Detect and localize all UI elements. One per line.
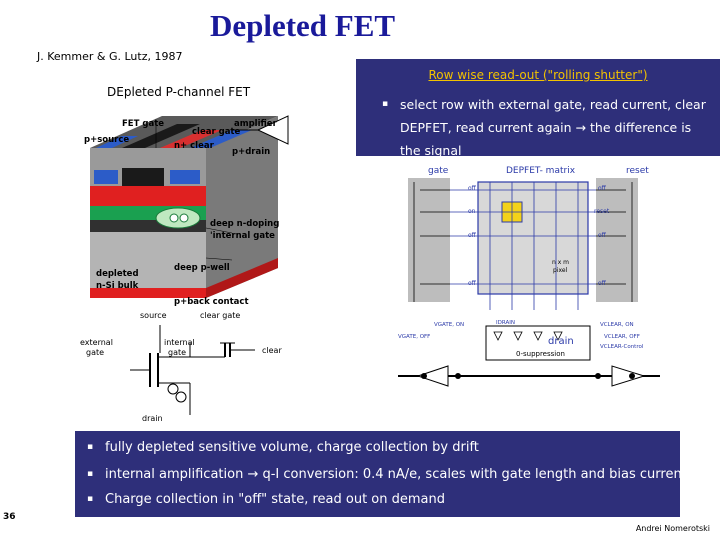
label-external-gate-1: external (80, 338, 113, 347)
label-gate: gate (428, 166, 449, 176)
page-number: 36 (3, 512, 16, 522)
label-v-clear-off: VCLEAR, OFF (604, 334, 640, 340)
bulk-side (206, 116, 278, 298)
label-reset-row: reset (594, 208, 610, 215)
label-drain: drain (548, 336, 574, 347)
label-off-5: off (598, 232, 607, 239)
author: Andrei Nomerotski (635, 524, 710, 533)
label-off-6: off (598, 280, 607, 287)
label-off-3: off (468, 280, 477, 287)
label-off-1: off (468, 185, 477, 192)
black-gate-front (122, 168, 164, 186)
label-internal-gate: 'internal gate (210, 231, 275, 241)
shift-right-icon (611, 365, 646, 387)
drain-readout-box (485, 325, 591, 361)
back-contact-front (90, 288, 206, 298)
back-contact-side (206, 258, 278, 298)
label-source: source (140, 311, 167, 320)
label-p-source: p+source (84, 135, 129, 145)
summary-bullet-1-text: fully depleted sensitive volume, charge … (105, 440, 479, 455)
gray-well (90, 232, 206, 298)
blue-front-right (170, 170, 200, 184)
label-bulk-1: depleted (96, 269, 139, 279)
label-v-clear-control: VCLEAR-Control (600, 344, 644, 350)
label-clear-gate: clear gate (192, 127, 240, 137)
bullet-icon: ▪ (87, 469, 94, 479)
label-v-gate-on: VGATE, ON (434, 322, 464, 328)
label-clear: clear (262, 346, 282, 355)
label-suppression: 0-suppression (516, 350, 565, 358)
summary-bullet-1: ▪ fully depleted sensitive volume, charge… (87, 440, 479, 455)
summary-bullet-3: ▪ Charge collection in "off" state, read … (87, 492, 445, 507)
label-v-gate-off: VGATE, OFF (398, 334, 430, 340)
bulk-top (90, 116, 278, 148)
label-pixel-2: pixel (553, 267, 568, 274)
label-bulk-2: n-Si bulk (96, 281, 139, 291)
matrix-area (477, 181, 589, 295)
depfet-cross-section: FET gate p+source clear gate amplifier n… (84, 115, 289, 320)
summary-bullet-3-text: Charge collection in "off" state, read o… (105, 492, 445, 507)
bullet-icon: ▪ (87, 442, 94, 452)
label-p-drain: p+drain (232, 147, 270, 157)
label-drain: drain (142, 414, 163, 423)
bullet-icon: ▪ (382, 99, 389, 109)
label-pixel-1: n x m (552, 259, 569, 266)
charge-circle-1 (167, 383, 179, 395)
readout-bullet-text: select row with external gate, read curr… (400, 97, 706, 158)
label-fet-gate: FET gate (122, 119, 164, 129)
label-deep-n: deep n-doping (210, 219, 279, 229)
blue-front-left (94, 170, 118, 184)
depfet-symbol: external gate internal gate clear drain (80, 325, 282, 423)
reset-driver-column (596, 178, 638, 302)
label-clear-gate-bottom: clear gate (200, 311, 240, 320)
drain-strip (190, 130, 252, 148)
label-internal-gate-2: gate (168, 348, 186, 357)
label-v-clear-on: VCLEAR, ON (600, 322, 634, 328)
label-internal-gate-1: internal (164, 338, 195, 347)
label-deep-p: deep p-well (174, 263, 230, 273)
label-amplifier: amplifier (234, 119, 278, 129)
label-i-drain: IDRAIN (496, 320, 515, 326)
gate-strip (122, 124, 200, 148)
citation: J. Kemmer & G. Lutz, 1987 (37, 50, 183, 63)
amplifier-icon (256, 115, 289, 145)
label-on: on (468, 208, 476, 215)
readout-box: Row wise read-out ("rolling shutter") ▪ … (356, 59, 720, 158)
electron-2 (179, 213, 189, 223)
label-reset: reset (626, 166, 649, 176)
gate-driver-column (408, 178, 450, 302)
label-back-contact: p+back contact (174, 297, 249, 307)
summary-box: ▪ fully depleted sensitive volume, charge… (75, 431, 687, 517)
bullet-icon: ▪ (87, 494, 94, 504)
label-matrix-title: DEPFET- matrix (506, 166, 576, 176)
red-layer (90, 186, 206, 206)
charge-circle-2 (175, 391, 187, 403)
readout-bullet: ▪ select row with external gate, read cu… (382, 93, 712, 162)
summary-bullet-2-text: internal amplification → q-I conversion:… (105, 467, 687, 482)
label-n-clear: n+ clear (174, 141, 215, 151)
clear-strip (160, 130, 222, 148)
blue-contact (96, 136, 138, 148)
electron-1 (169, 213, 179, 223)
depfet-matrix: gate DEPFET- matrix reset off on off off… (398, 160, 660, 392)
slide-title: Depleted FET (209, 8, 396, 43)
readout-heading: Row wise read-out ("rolling shutter") (428, 68, 648, 82)
label-off-2: off (468, 232, 477, 239)
shift-left-icon (416, 365, 449, 387)
label-off-4: off (598, 185, 607, 192)
device-caption: DEpleted P-channel FET (107, 85, 251, 99)
label-external-gate-2: gate (86, 348, 104, 357)
summary-bullet-2: ▪ internal amplification → q-I conversion… (87, 467, 687, 482)
